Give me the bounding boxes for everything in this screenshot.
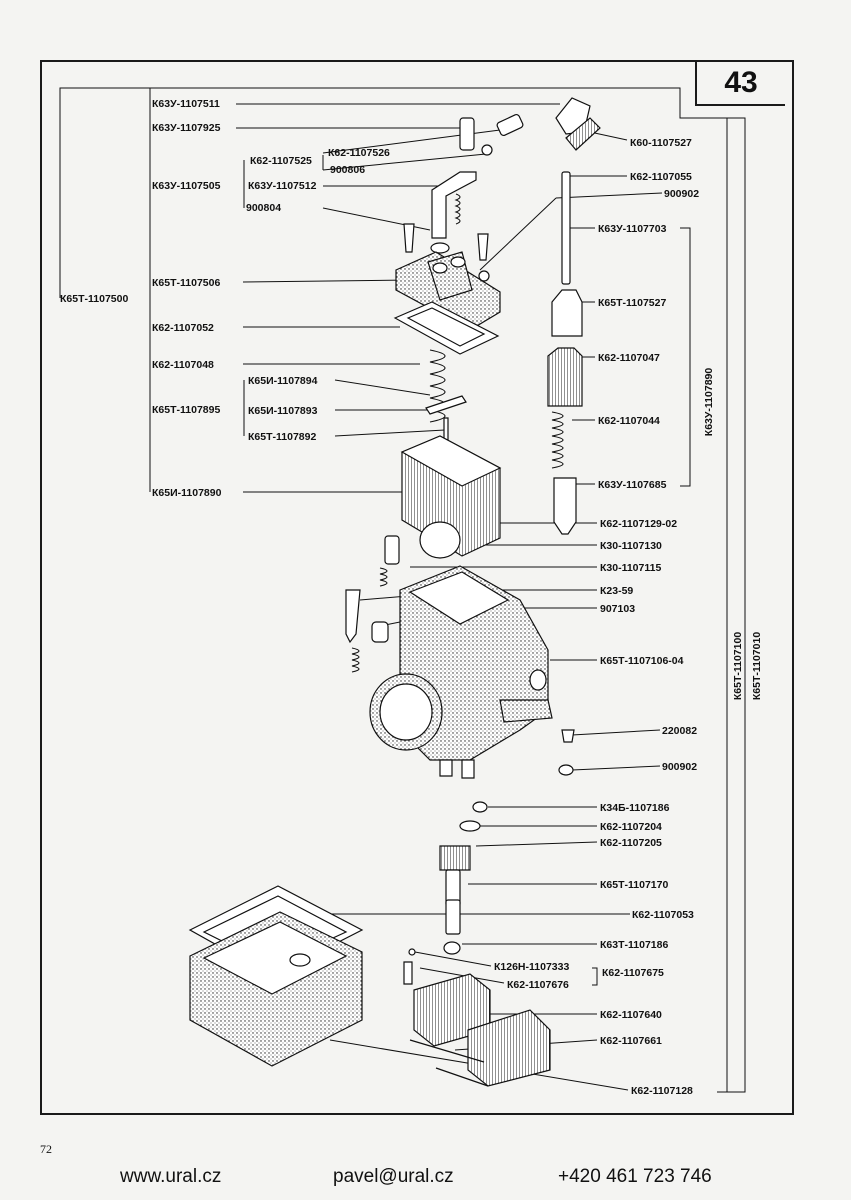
label-k60-1107527: К60-1107527: [630, 137, 692, 149]
label-k34b-1107186: К34Б-1107186: [600, 802, 670, 814]
label-k65t-1107106-04: К65Т-1107106-04: [600, 655, 684, 667]
label-k63u-1107505: К63У-1107505: [152, 180, 221, 192]
label-k62-1107204: К62-1107204: [600, 821, 662, 833]
label-220082: 220082: [662, 725, 697, 737]
part-labels: К63У-1107511 К63У-1107925 К62-1107526 К6…: [60, 98, 763, 1097]
label-k62-1107525: К62-1107525: [250, 155, 312, 167]
label-k65i-1107893: К65И-1107893: [248, 405, 318, 417]
label-907103: 907103: [600, 603, 635, 615]
label-900806: 900806: [330, 164, 365, 176]
label-k30-1107115: К30-1107115: [600, 562, 661, 574]
footer-email: pavel@ural.cz: [333, 1166, 454, 1187]
label-k65t-1107506: К65Т-1107506: [152, 277, 220, 289]
label-k62-1107129-02: К62-1107129-02: [600, 518, 677, 530]
label-k63u-1107685: К63У-1107685: [598, 479, 667, 491]
label-k62-1107640: К62-1107640: [600, 1009, 662, 1021]
label-k65t-1107527: К65Т-1107527: [598, 297, 666, 309]
parts-illustration: [188, 97, 601, 1087]
label-900902-top: 900902: [664, 188, 699, 200]
label-k65t-1107010-vertical: К65Т-1107010: [751, 632, 763, 700]
footer-website: www.ural.cz: [120, 1166, 222, 1187]
label-k62-1107048: К62-1107048: [152, 359, 214, 371]
label-k126n-1107333: К126Н-1107333: [494, 961, 569, 973]
label-k63t-1107186: К63Т-1107186: [600, 939, 668, 951]
label-k62-1107128: К62-1107128: [631, 1085, 693, 1097]
label-k62-1107052: К62-1107052: [152, 322, 214, 334]
label-k62-1107526: К62-1107526: [328, 147, 390, 159]
label-k62-1107044: К62-1107044: [598, 415, 660, 427]
label-k65i-1107890: К65И-1107890: [152, 487, 222, 499]
label-k62-1107047: К62-1107047: [598, 352, 660, 364]
label-k63u-1107703: К63У-1107703: [598, 223, 667, 235]
footer-phone: +420 461 723 746: [558, 1166, 712, 1187]
label-k62-1107053: К62-1107053: [632, 909, 694, 921]
label-k63u-1107511: К63У-1107511: [152, 98, 220, 110]
label-k63u-1107890-vertical: К63У-1107890: [703, 368, 715, 437]
page-badge-number: 43: [724, 66, 758, 99]
label-k65t-1107100-vertical: К65Т-1107100: [732, 632, 744, 700]
label-900902-bottom: 900902: [662, 761, 697, 773]
label-k65t-1107895: К65Т-1107895: [152, 404, 220, 416]
label-900804: 900804: [246, 202, 281, 214]
page-number: 72: [40, 1142, 52, 1156]
label-k65t-1107892: К65Т-1107892: [248, 431, 316, 443]
label-k62-1107055: К62-1107055: [630, 171, 692, 183]
diagram-frame: [40, 60, 794, 1115]
label-k62-1107661: К62-1107661: [600, 1035, 662, 1047]
label-k23-59: К23-59: [600, 585, 633, 597]
label-k30-1107130: К30-1107130: [600, 540, 662, 552]
label-k65i-1107894: К65И-1107894: [248, 375, 318, 387]
label-k62-1107675: К62-1107675: [602, 967, 664, 979]
label-k63u-1107925: К63У-1107925: [152, 122, 221, 134]
label-k65t-1107500: К65Т-1107500: [60, 293, 128, 305]
label-k62-1107205: К62-1107205: [600, 837, 662, 849]
page-badge-box: 43: [695, 62, 785, 106]
label-k63u-1107512: К63У-1107512: [248, 180, 317, 192]
label-k62-1107676: К62-1107676: [507, 979, 569, 991]
label-k65t-1107170: К65Т-1107170: [600, 879, 668, 891]
